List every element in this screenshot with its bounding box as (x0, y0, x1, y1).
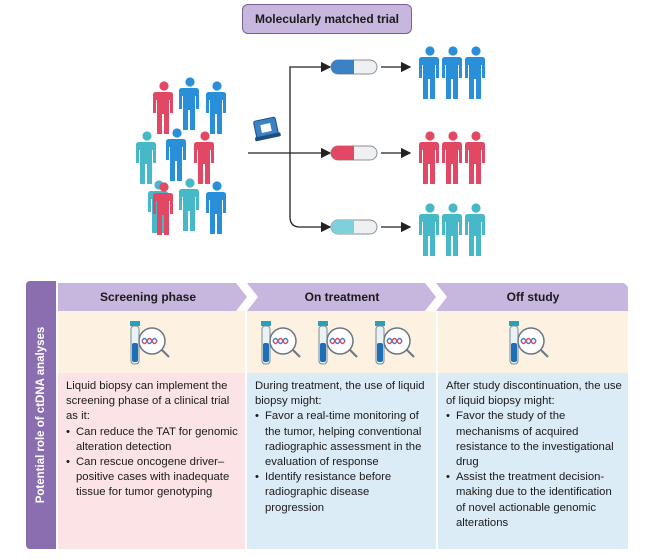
side-band (26, 281, 56, 549)
screening-text: Liquid biopsy can implement the screenin… (58, 373, 246, 549)
trial-title-box: Molecularly matched trial (242, 4, 412, 34)
treatment-text: During treatment, the use of liquid biop… (247, 373, 436, 549)
offstudy-bullet: Assist the treatment decision-making due… (446, 470, 622, 531)
capsule-icon (330, 59, 378, 75)
treatment-bullet: Favor a real-time monitoring of the tumo… (255, 409, 430, 470)
trial-flow-diagram (136, 46, 485, 256)
screening-intro: Liquid biopsy can implement the screenin… (66, 380, 230, 423)
chip-icon (253, 116, 281, 142)
screening-bullet: Can reduce the TAT for genomic alteratio… (66, 425, 240, 455)
offstudy-bullet: Favor the study of the mechanisms of acq… (446, 409, 622, 470)
capsule-icon (330, 219, 378, 235)
treatment-bullet: Identify resistance before radiographic … (255, 470, 430, 516)
treatment-intro: During treatment, the use of liquid biop… (255, 380, 425, 408)
offstudy-intro: After study discontinuation, the use of … (446, 380, 622, 408)
capsule-icon (330, 145, 378, 161)
screening-bullet: Can rescue oncogene driver–positive case… (66, 455, 240, 501)
trial-title: Molecularly matched trial (254, 12, 400, 26)
phase-screening-title: Screening phase (99, 290, 197, 304)
phase-offstudy-title: Off study (506, 290, 560, 304)
offstudy-text: After study discontinuation, the use of … (438, 373, 628, 549)
branch-arrows (248, 61, 412, 233)
phase-treatment-title: On treatment (304, 290, 380, 304)
